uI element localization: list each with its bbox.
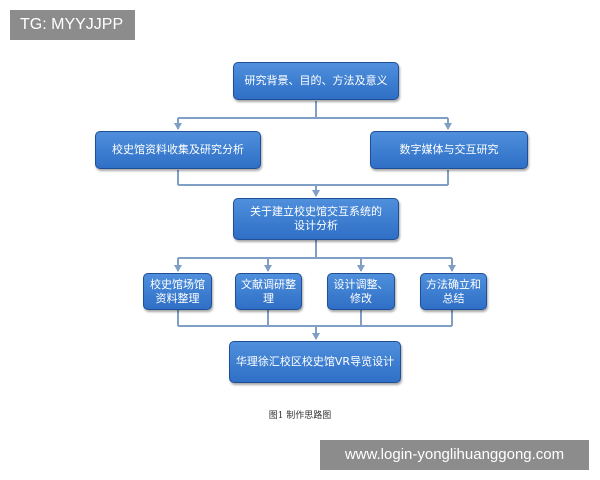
watermark-bottom: www.login-yonglihuanggong.com	[320, 440, 589, 470]
node-label: 华理徐汇校区校史馆VR导览设计	[235, 355, 395, 368]
node-method-summary: 方法确立和总结	[420, 273, 487, 310]
node-design-revision: 设计调整、修改	[327, 273, 395, 310]
figure-caption: 图1 制作思路图	[268, 411, 332, 421]
node-label: 关于建立校史馆交互系统的设计分析	[250, 205, 382, 232]
node-label: 方法确立和总结	[426, 277, 481, 305]
node-label: 研究背景、目的、方法及意义	[244, 74, 388, 87]
watermark-top: TG: MYYJJPP	[10, 10, 135, 40]
node-label: 校史馆资料收集及研究分析	[112, 143, 244, 156]
node-label: 校史馆场馆资料整理	[150, 277, 205, 305]
node-label: 文献调研整理	[241, 277, 296, 305]
node-system-design-analysis: 关于建立校史馆交互系统的设计分析	[233, 198, 399, 240]
node-literature-review: 文献调研整理	[235, 273, 302, 310]
node-label: 数字媒体与交互研究	[399, 143, 499, 156]
node-venue-data: 校史馆场馆资料整理	[143, 273, 212, 310]
node-digital-media: 数字媒体与交互研究	[370, 131, 528, 169]
node-research-background: 研究背景、目的、方法及意义	[233, 62, 399, 100]
node-archive-collection: 校史馆资料收集及研究分析	[95, 131, 261, 169]
node-label: 设计调整、修改	[333, 277, 389, 305]
node-vr-tour-design: 华理徐汇校区校史馆VR导览设计	[229, 341, 401, 383]
